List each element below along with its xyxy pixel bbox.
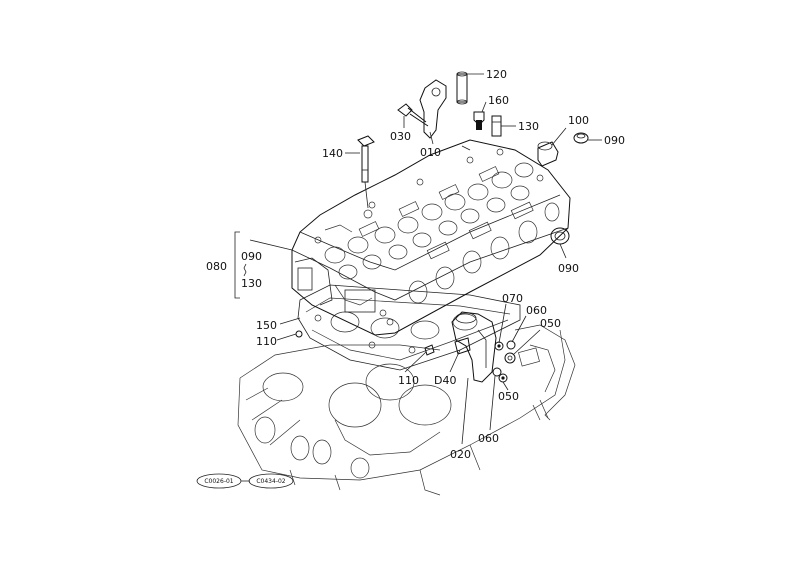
callout-070: 070 [502, 292, 523, 305]
callout-140: 140 [322, 147, 343, 160]
callout-050-top: 050 [540, 317, 561, 330]
parts-050-060-070-fasteners [492, 340, 516, 383]
leader-lines [249, 73, 602, 445]
callout-050-bottom: 050 [498, 390, 519, 403]
engine-block-drawing [237, 324, 576, 496]
part-090-plug-top [573, 132, 589, 144]
callout-090-right: 090 [558, 262, 579, 275]
callout-060-bottom: 060 [478, 432, 499, 445]
part-020-outlet-pipe [451, 311, 497, 383]
part-010-bracket [419, 79, 447, 139]
part-110-plug-left [295, 330, 303, 338]
callout-130: 130 [518, 120, 539, 133]
callout-060-top: 060 [526, 304, 547, 317]
cylinder-head-drawing [291, 139, 571, 336]
reference-code-left: C0026-01 [204, 478, 233, 485]
callout-090-top: 090 [604, 134, 625, 147]
callout-110-left: 110 [256, 335, 277, 348]
part-140-head-bolt [357, 135, 375, 183]
callout-100: 100 [568, 114, 589, 127]
part-120-sleeve [456, 71, 468, 105]
part-110-plug-mid [424, 344, 435, 356]
callout-080: 080 [206, 260, 227, 273]
part-130-plug [491, 115, 502, 137]
group-bracket-080 [234, 231, 247, 299]
reference-code-right: C0434-02 [256, 478, 285, 485]
reference-oval-right [248, 473, 294, 489]
part-030-bolt [397, 103, 429, 127]
callout-030: 030 [390, 130, 411, 143]
callout-110-mid: 110 [398, 374, 419, 387]
callout-020: 020 [450, 448, 471, 461]
callout-150: 150 [256, 319, 277, 332]
reference-codes: C0026-01 C0434-02 [196, 473, 294, 489]
part-040-stud [454, 337, 471, 355]
part-100-cap [537, 141, 559, 167]
part-160-sensor [473, 111, 485, 130]
callout-090-group: 090 [241, 250, 262, 263]
callout-120: 120 [486, 68, 507, 81]
callout-040: D40 [434, 374, 456, 387]
callout-160: 160 [488, 94, 509, 107]
callout-labels: 120 160 130 100 090 030 010 140 080 090 … [206, 68, 625, 461]
callout-010: 010 [420, 146, 441, 159]
callout-130-group: 130 [241, 277, 262, 290]
